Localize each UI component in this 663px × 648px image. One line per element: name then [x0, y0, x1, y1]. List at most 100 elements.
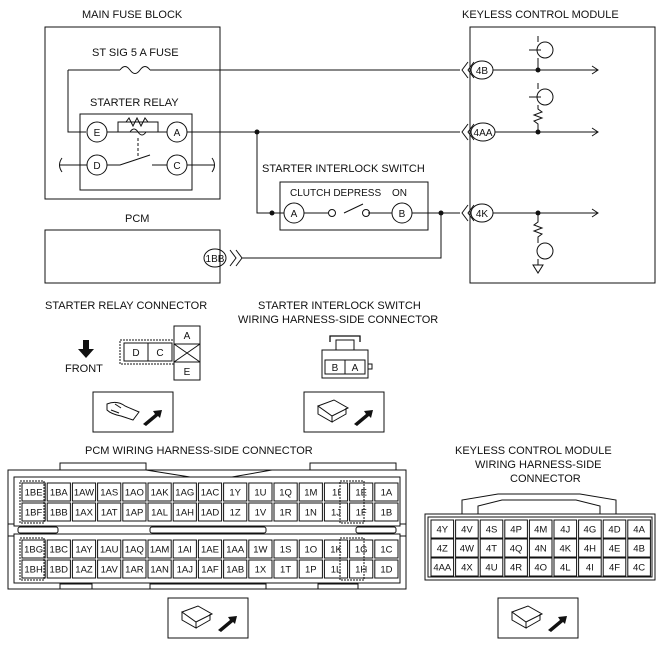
pcm-pin-1d: 1D [380, 564, 392, 575]
kcm-pin-4t: 4T [486, 543, 497, 554]
pcm-pin-cell [197, 502, 223, 522]
relay-resistor [125, 116, 149, 128]
pcm-pin-cell [172, 482, 197, 502]
starter-relay-title: STARTER RELAY [90, 97, 179, 109]
pcm-pin-1ax: 1AX [75, 507, 94, 518]
main-fuse-block-title: MAIN FUSE BLOCK [82, 9, 183, 21]
pcm-pin-cell [21, 502, 46, 522]
kcm-4k-line [493, 208, 599, 218]
kcm-pin-cell [479, 538, 504, 558]
pcm-pin-cell [223, 482, 248, 502]
relay-conn-c: C [156, 348, 163, 359]
kcm-connector-title-2: WIRING HARNESS-SIDE [475, 459, 602, 471]
kcm-4aa-label: 4AA [474, 128, 493, 139]
relay-c-wire [187, 157, 215, 173]
kcm-pin-cell [553, 538, 578, 558]
pcm-pin-1at: 1AT [101, 507, 118, 518]
pcm-pin-cell [172, 502, 197, 522]
kcm-pin-4x: 4X [461, 562, 473, 573]
pcm-pin-cell [349, 559, 374, 579]
pcm-box [44, 229, 221, 284]
pcm-connector-housing [7, 462, 407, 590]
kcm-pin-cell [455, 538, 479, 558]
starter-relay-box [79, 113, 193, 191]
kcm-pin-cell [602, 557, 627, 577]
pcm-pin-1ai: 1AI [178, 544, 192, 555]
kcm-pin-4q: 4Q [510, 543, 523, 554]
pcm-pin-cell [197, 559, 223, 579]
kcm-pin-4j: 4J [560, 524, 570, 535]
relay-e-label: E [94, 128, 101, 139]
pcm-pin-1ap: 1AP [125, 507, 143, 518]
pcm-pin-cell [248, 539, 273, 559]
pcm-pin-cell [374, 482, 399, 502]
kcm-pin-4k: 4K [559, 543, 571, 554]
kcm-pin-4w: 4W [460, 543, 474, 554]
pcm-pin-1az: 1AZ [75, 564, 93, 575]
pcm-pin-cell [97, 559, 122, 579]
pcm-1bb-label: 1BB [206, 254, 225, 265]
kcm-4b-line [493, 65, 599, 75]
4aa-to-switch-wire [256, 132, 284, 214]
pcm-pin-1p: 1P [305, 564, 317, 575]
kcm-connector-housing [424, 493, 656, 581]
kcm-pin-4h: 4H [584, 543, 596, 554]
relay-a-label: A [174, 128, 181, 139]
pcm-pin-1v: 1V [255, 507, 267, 518]
pcm-pin-cell [147, 559, 172, 579]
interlock-conn-a: A [352, 363, 359, 374]
pcm-pin-1as: 1AS [100, 487, 118, 498]
pcm-pin-1bc: 1BC [50, 544, 69, 555]
pcm-pin-cell [298, 502, 323, 522]
kcm-pin-4o: 4O [534, 562, 547, 573]
pcm-pin-1b: 1B [381, 507, 393, 518]
kcm-pin-4d: 4D [608, 524, 620, 535]
pcm-pin-cell [21, 482, 46, 502]
kcm-pin-4f: 4F [609, 562, 620, 573]
kcm-pin-cell [479, 519, 504, 539]
kcm-pin-4y: 4Y [436, 524, 448, 535]
kcm-pin-cell [430, 519, 455, 539]
pcm-pin-1w: 1W [253, 544, 267, 555]
pcm-pin-cell [147, 539, 172, 559]
interlock-switch-title: STARTER INTERLOCK SWITCH [262, 163, 425, 175]
kcm-pin-4c: 4C [633, 562, 645, 573]
pcm-pin-cell [273, 502, 298, 522]
pcm-pin-1aa: 1AA [226, 544, 245, 555]
kcm-pin-4r: 4R [510, 562, 522, 573]
pcm-pin-1i: 1I [332, 487, 340, 498]
kcm-pin-4u: 4U [485, 562, 497, 573]
pcm-pin-1c: 1C [380, 544, 392, 555]
pcm-pin-1au: 1AU [100, 544, 119, 555]
kcm-pin-4e: 4E [609, 543, 621, 554]
pcm-pin-1q: 1Q [279, 487, 292, 498]
kcm-4b-label: 4B [476, 66, 489, 77]
pcm-pin-1ac: 1AC [201, 487, 220, 498]
relay-d-label: D [93, 161, 100, 172]
kcm-pin-cell [504, 538, 528, 558]
pcm-pin-cell [323, 539, 349, 559]
pcm-pin-1af: 1AF [201, 564, 219, 575]
pcm-pin-1j: 1J [331, 507, 341, 518]
keyless-module-box [469, 26, 656, 284]
pcm-pin-cell [97, 482, 122, 502]
kcm-4k-label: 4K [476, 209, 489, 220]
pcm-pin-cell [248, 502, 273, 522]
pcm-pin-cell [46, 539, 71, 559]
pcm-pin-1am: 1AM [150, 544, 170, 555]
pcm-pin-cell [71, 559, 97, 579]
pcm-to-4k-wire [242, 213, 442, 259]
pcm-pin-1al: 1AL [151, 507, 168, 518]
pcm-pin-cell [21, 539, 46, 559]
pcm-title: PCM [125, 213, 149, 225]
pcm-pin-1bd: 1BD [50, 564, 69, 575]
pcm-pin-1ag: 1AG [175, 487, 194, 498]
pcm-pin-1z: 1Z [230, 507, 241, 518]
pcm-connector-plug-icon [167, 597, 249, 639]
kcm-transistor-3 [532, 210, 554, 274]
pcm-pin-1ab: 1AB [226, 564, 244, 575]
pcm-pin-cell [349, 482, 374, 502]
switch-a-label: A [291, 209, 298, 220]
pcm-pin-cell [46, 502, 71, 522]
pcm-pin-cell [248, 482, 273, 502]
